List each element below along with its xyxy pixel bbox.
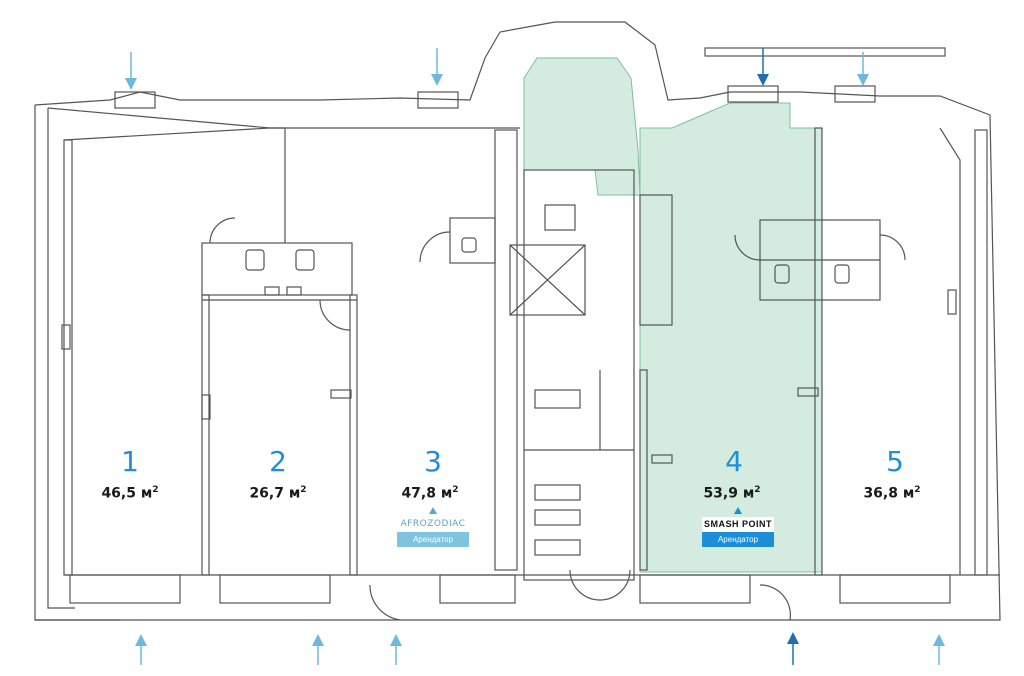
tenant-pointer-icon — [734, 507, 742, 514]
unit-5-number: 5 — [886, 445, 904, 478]
tenant-label: Арендатор — [397, 532, 469, 547]
unit-5-area: 36,8 м2 — [863, 485, 921, 502]
unit-2-number: 2 — [269, 445, 287, 478]
tenant-badge-smash-point[interactable]: SMASH POINT Арендатор — [702, 507, 774, 547]
unit-2-area: 26,7 м2 — [249, 485, 307, 502]
unit-4-number: 4 — [725, 445, 743, 478]
unit-3-number: 3 — [424, 445, 442, 478]
unit-4-area: 53,9 м2 — [703, 485, 761, 502]
walls — [34, 21, 1001, 621]
tenant-logo: SMASH POINT — [702, 517, 774, 532]
tenant-pointer-icon — [429, 507, 437, 514]
tenant-logo: AFROZODIAC — [397, 517, 469, 532]
tenant-label: Арендатор — [702, 532, 774, 547]
unit-1-area: 46,5 м2 — [101, 485, 159, 502]
unit-3-area: 47,8 м2 — [401, 485, 459, 502]
tenant-badge-afrozodiac[interactable]: AFROZODIAC Арендатор — [397, 507, 469, 547]
unit-1-number: 1 — [121, 445, 139, 478]
